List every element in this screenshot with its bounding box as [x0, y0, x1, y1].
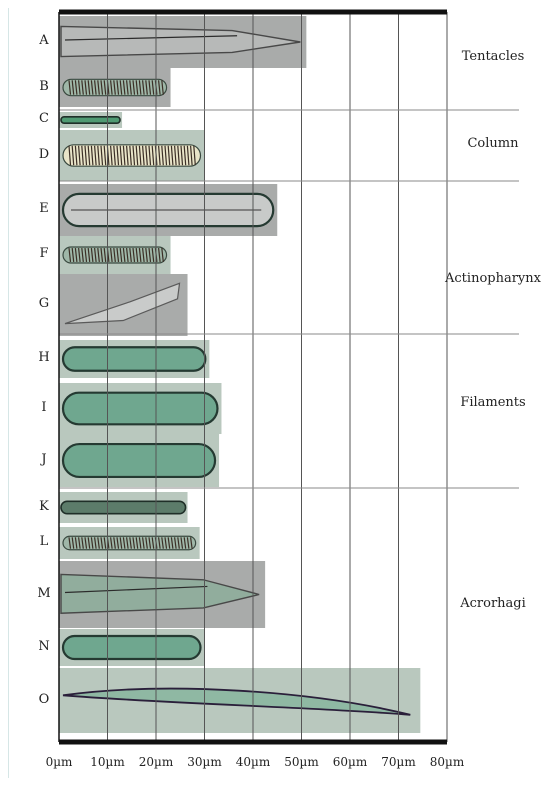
region-label-acrorhagi: Acrorhagi — [460, 596, 526, 611]
tick-label-30: 30µm — [187, 755, 222, 769]
specimen-label-l: L — [39, 534, 49, 549]
capsule-thread — [64, 35, 238, 41]
capsule-shape — [60, 500, 187, 515]
region-label-actinopharynx: Actinopharynx — [445, 271, 541, 286]
specimen-label-g: G — [38, 296, 50, 311]
tick-label-50: 50µm — [284, 755, 319, 769]
capsule-shape — [62, 687, 411, 716]
tick-label-80: 80µm — [429, 755, 465, 769]
capsule-shape — [61, 442, 217, 479]
specimen-label-d: D — [38, 146, 50, 162]
tick-label-60: 60µm — [332, 755, 368, 769]
specimen-k — [59, 492, 188, 523]
top-scale-bar — [59, 9, 447, 15]
region-label-column: Column — [467, 136, 519, 151]
specimen-c — [59, 112, 123, 128]
specimen-a — [59, 16, 307, 68]
specimen-f — [59, 236, 171, 274]
bottom-scale-bar — [59, 739, 447, 745]
capsule-shape — [61, 634, 202, 661]
specimen-n — [59, 629, 205, 666]
region-label-tentacles: Tentacles — [461, 49, 525, 64]
capsule-thread — [64, 585, 208, 594]
specimen-m — [59, 561, 266, 628]
specimen-label-i: I — [41, 399, 47, 415]
capsule-shape — [61, 391, 219, 426]
capsule-bands — [68, 80, 164, 95]
capsule-shape — [60, 573, 260, 614]
tick-label-70: 70µm — [381, 755, 416, 769]
specimen-label-h: H — [38, 350, 50, 365]
capsule-shape — [60, 116, 121, 125]
tick-label-20: 20µm — [138, 755, 174, 769]
specimen-label-f: F — [39, 246, 49, 261]
specimen-label-c: C — [39, 111, 49, 126]
capsule-shape — [60, 25, 301, 58]
specimen-label-o: O — [38, 691, 50, 707]
capsule-bands — [68, 145, 196, 166]
specimen-label-b: B — [39, 78, 49, 94]
capsule-shape — [61, 346, 207, 372]
capsule-shape — [64, 282, 181, 325]
specimen-i — [59, 383, 222, 434]
tick-label-10: 10µm — [90, 755, 125, 769]
specimen-o — [59, 668, 421, 733]
specimen-h — [59, 340, 210, 378]
specimen-label-a: A — [39, 33, 49, 48]
tick-label-0: 0µm — [45, 755, 73, 769]
specimen-d — [59, 130, 205, 181]
specimen-label-m: M — [37, 585, 51, 601]
tick-label-40: 40µm — [235, 755, 271, 769]
specimen-b — [59, 68, 171, 107]
specimen-label-e: E — [39, 201, 49, 216]
region-label-filaments: Filaments — [460, 395, 526, 410]
left-frame-line — [8, 8, 9, 778]
capsule-bands — [68, 537, 193, 549]
specimen-g — [59, 274, 188, 336]
specimen-label-j: J — [41, 451, 47, 467]
specimen-j — [59, 434, 220, 487]
specimen-label-n: N — [38, 638, 50, 654]
specimen-e — [59, 184, 278, 236]
specimen-label-k: K — [39, 498, 49, 514]
specimen-l — [59, 527, 200, 559]
